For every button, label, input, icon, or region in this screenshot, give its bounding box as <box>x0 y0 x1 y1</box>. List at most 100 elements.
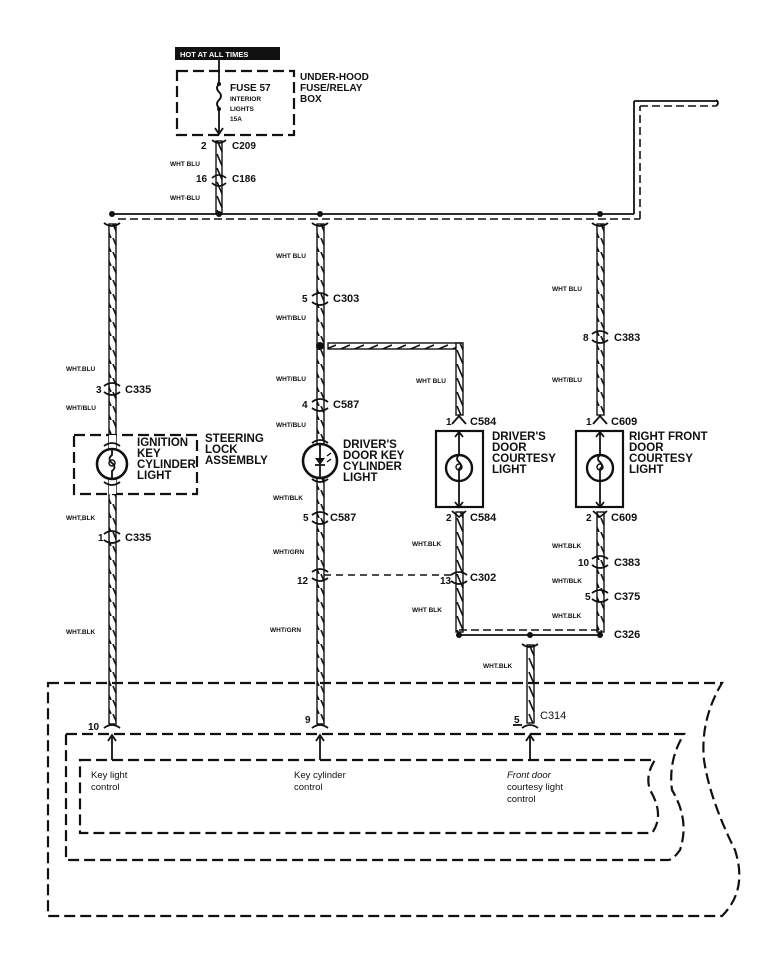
fuse-rating: 15A <box>230 116 242 123</box>
pin-number: 1 <box>98 533 104 544</box>
wire-color: WHT/BLU <box>552 377 582 384</box>
branch-door-key-cylinder: WHT BLU 5 C303 WHT/BLU WHT/BLU 4 C587 WH… <box>270 222 405 729</box>
wire-color: WHT/GRN <box>273 549 304 556</box>
wire-color: WHT BLU <box>416 378 446 385</box>
bulb-icon <box>585 430 615 509</box>
connector-c302: C302 <box>470 572 496 584</box>
branch-right-front-door-courtesy: WHT BLU 8 C383 WHT/BLU 1 C609 RIGHT FRON… <box>552 222 708 633</box>
component-label: DOOR <box>492 442 527 454</box>
fuse-name: FUSE 57 <box>230 83 271 94</box>
branch-ground: WHT.BLK 5 C314 <box>483 643 566 729</box>
pin-number: 2 <box>201 141 207 152</box>
connector-c383: C383 <box>614 557 640 569</box>
wire-color: WHT/GRN <box>270 627 301 634</box>
component-label: COURTESY <box>629 453 693 465</box>
component-label: LIGHT <box>343 472 378 484</box>
wire-color: WHT.BLK <box>552 543 582 550</box>
connector-c302-symbol <box>450 571 468 576</box>
wire-color: WHT.BLK <box>483 663 513 670</box>
bulb-icon <box>444 430 474 509</box>
connector-c335-symbol <box>103 530 121 535</box>
connector-c587: C587 <box>330 512 356 524</box>
connector-c303: C303 <box>333 293 359 305</box>
wire-color: WHT.BLU <box>66 366 96 373</box>
fuse-relay-box-outline <box>175 69 296 137</box>
pin-number: 16 <box>196 174 208 185</box>
wire-color: WHT/BLU <box>276 376 306 383</box>
connector-c587-symbol <box>311 511 329 516</box>
component-label: DRIVER'S <box>343 439 397 451</box>
wire-color: WHT.BLK <box>412 541 442 548</box>
component-label: CYLINDER <box>137 459 196 471</box>
pin-number: 10 <box>578 558 590 569</box>
fuse-icon <box>214 60 224 136</box>
pin-number: 1 <box>446 417 452 428</box>
connector-c335: C335 <box>125 532 151 544</box>
connector-c209: C209 <box>232 141 256 152</box>
wire-color: WHT.BLK <box>552 613 582 620</box>
connector-c314: C314 <box>540 710 566 722</box>
pin-number: 5 <box>585 592 591 603</box>
hot-at-all-times-banner <box>175 47 280 60</box>
control-label: Front door <box>507 770 552 781</box>
box-label: UNDER-HOOD <box>300 72 369 83</box>
wire-color: WHT BLU <box>276 253 306 260</box>
connector-c383-symbol <box>591 330 609 335</box>
wire-color: WHT-BLU <box>170 195 200 202</box>
fuse-desc: LIGHTS <box>230 106 254 113</box>
component-label: IGNITION <box>137 437 188 449</box>
control-label: control <box>507 794 536 805</box>
connector-c587-symbol <box>311 398 329 403</box>
main-bus <box>109 99 719 220</box>
connector-c186-symbol <box>211 174 227 179</box>
assembly-label: LOCK <box>205 444 238 456</box>
wire-color: WHT BLU <box>170 161 200 168</box>
component-label: RIGHT FRONT <box>629 431 708 443</box>
wire-color: WHT/BLK <box>273 495 303 502</box>
control-label: Key cylinder <box>294 770 346 781</box>
component-label: DOOR <box>629 442 664 454</box>
connector-c609: C609 <box>611 416 637 428</box>
wire-color: WHT,BLK <box>66 515 96 522</box>
connector-c587: C587 <box>333 399 359 411</box>
assembly-label: STEERING <box>205 433 264 445</box>
connector-c209-symbol <box>211 139 227 144</box>
connector-c609-symbol <box>592 414 608 425</box>
ecu-pin-number: 9 <box>305 715 311 726</box>
wire-color: WHT/BLK <box>552 578 582 585</box>
connector-c383-symbol <box>591 555 609 560</box>
wire-color: WHT.BLK <box>66 629 96 636</box>
c326-joint: C326 <box>456 629 640 641</box>
branch-ignition-key: WHT.BLU 3 C335 WHT/BLU IGNITION KEY CYLI… <box>66 222 268 733</box>
arrow-up-icon <box>315 733 325 760</box>
steering-lock-assembly-outline <box>72 433 199 496</box>
pin-number: 1 <box>586 417 592 428</box>
component-label: CYLINDER <box>343 461 402 473</box>
pin-number: 2 <box>446 513 452 524</box>
assembly-label: ASSEMBLY <box>205 455 268 467</box>
connector-c326: C326 <box>614 629 640 641</box>
pin-number: 5 <box>302 294 308 305</box>
connector-c302-symbol <box>311 568 329 573</box>
control-label: courtesy light <box>507 782 563 793</box>
connector-c375: C375 <box>614 591 640 603</box>
pin-number: 2 <box>586 513 592 524</box>
branch-driver-door-courtesy: WHT BLU 1 C584 DRIVER'S DOOR COURTESY LI… <box>412 378 556 633</box>
pin-number: 4 <box>302 400 308 411</box>
control-label: control <box>294 782 323 793</box>
component-label: DOOR KEY <box>343 450 405 462</box>
component-label: KEY <box>137 448 161 460</box>
control-label: control <box>91 782 120 793</box>
component-label: LIGHT <box>137 470 172 482</box>
pin-number: 5 <box>303 513 309 524</box>
driver-door-feed <box>324 342 464 576</box>
arrow-up-icon <box>525 733 535 760</box>
wire-color: WHT BLU <box>552 286 582 293</box>
component-label: DRIVER'S <box>492 431 546 443</box>
feed-wire: 2 C209 WHT BLU 16 C186 WHT-BLU <box>170 139 256 214</box>
wire-color: WHT/BLU <box>66 405 96 412</box>
bulb-icon <box>95 442 129 486</box>
connector-c609: C609 <box>611 512 637 524</box>
wire-color: WHT/BLU <box>276 422 306 429</box>
